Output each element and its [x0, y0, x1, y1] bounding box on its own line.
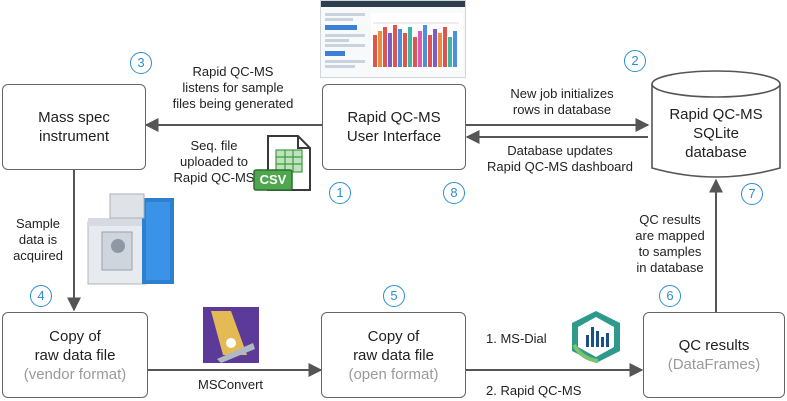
csv-label: CSV [259, 172, 287, 187]
raw-open-node: Copy of raw data file (open format) [321, 312, 466, 398]
label-listens-2: listens for sample [182, 80, 284, 95]
csv-file-icon-svg [253, 135, 311, 191]
label-db-updates: Database updates Rapid QC-MS dashboard [480, 143, 640, 175]
db-line3: database [685, 143, 747, 161]
raw-vendor-node: Copy of raw data file (vendor format) [2, 312, 148, 398]
raw-open-line2: raw data file [353, 346, 434, 364]
label-rapid-qcms: 2. Rapid QC-MS [486, 383, 582, 398]
label-new-job: New job initializes rows in database [492, 86, 632, 118]
label-listens: Rapid QC-MS listens for sample files bei… [163, 64, 303, 112]
user-interface-node: Rapid QC-MS User Interface [322, 84, 466, 170]
csv-file-icon: CSV [252, 134, 314, 194]
mass-spec-line1: Mass spec [38, 109, 110, 126]
dashboard-screenshot-image [320, 0, 466, 78]
label-seq-file: Seq. file uploaded to Rapid QC-MS [164, 138, 264, 186]
step-5-badge: 5 [383, 285, 405, 307]
mass-spec-instrument-node: Mass spec instrument [2, 84, 146, 170]
qc-results-node: QC results (DataFrames) [643, 312, 785, 398]
label-sample-acquired: Sample data is acquired [10, 216, 66, 264]
ms-dial-logo [572, 311, 620, 363]
raw-vendor-line1: Copy of [49, 327, 101, 345]
label-seq-2: uploaded to [180, 154, 248, 169]
database-node-text: Rapid QC-MS SQLite database [652, 100, 780, 166]
mass-spectrometer-image [87, 193, 174, 285]
label-dbupd-2: Rapid QC-MS dashboard [487, 159, 633, 174]
mass-spec-line2: instrument [38, 128, 110, 145]
label-qc-mapped: QC results are mapped to samples in data… [628, 212, 712, 276]
label-qcmap-2: are mapped [635, 228, 705, 243]
step-6-badge: 6 [659, 285, 681, 307]
label-listens-1: Rapid QC-MS [192, 64, 274, 79]
label-sample-1: Sample [15, 216, 61, 231]
raw-open-line3: (open format) [348, 365, 439, 383]
dashboard-bar-chart [371, 13, 463, 71]
step-8-badge: 8 [443, 182, 465, 204]
label-seq-1: Seq. file [190, 138, 238, 153]
label-qcmap-3: to samples [638, 244, 702, 259]
raw-open-line1: Copy of [367, 327, 420, 345]
qc-results-line1: QC results [678, 337, 750, 354]
label-msconvert: MSConvert [198, 377, 264, 392]
label-qcmap-4: in database [636, 260, 704, 275]
qc-results-line2: (DataFrames) [667, 356, 761, 373]
label-sample-2: data is [18, 232, 58, 247]
db-line1: Rapid QC-MS [669, 105, 763, 123]
label-dbupd-1: Database updates [507, 143, 613, 158]
msconvert-logo [203, 307, 259, 363]
label-ms-dial: 1. MS-Dial [486, 331, 547, 346]
raw-vendor-line3: (vendor format) [23, 365, 127, 383]
step-2-badge: 2 [624, 50, 646, 72]
step-7-badge: 7 [741, 183, 763, 205]
label-newjob-2: rows in database [512, 102, 612, 117]
database-cylinder [651, 70, 781, 178]
db-line2: SQLite [693, 124, 739, 142]
step-3-badge: 3 [130, 52, 152, 74]
label-qcmap-1: QC results [639, 212, 701, 227]
label-sample-3: acquired [13, 248, 63, 263]
raw-vendor-line2: raw data file [34, 346, 116, 364]
ui-line1: Rapid QC-MS [347, 109, 441, 126]
ui-line2: User Interface [346, 128, 442, 145]
label-listens-3: files being generated [172, 96, 294, 111]
label-newjob-1: New job initializes [510, 86, 614, 101]
label-seq-3: Rapid QC-MS [173, 170, 255, 185]
step-4-badge: 4 [30, 285, 52, 307]
step-1-badge: 1 [329, 182, 351, 204]
